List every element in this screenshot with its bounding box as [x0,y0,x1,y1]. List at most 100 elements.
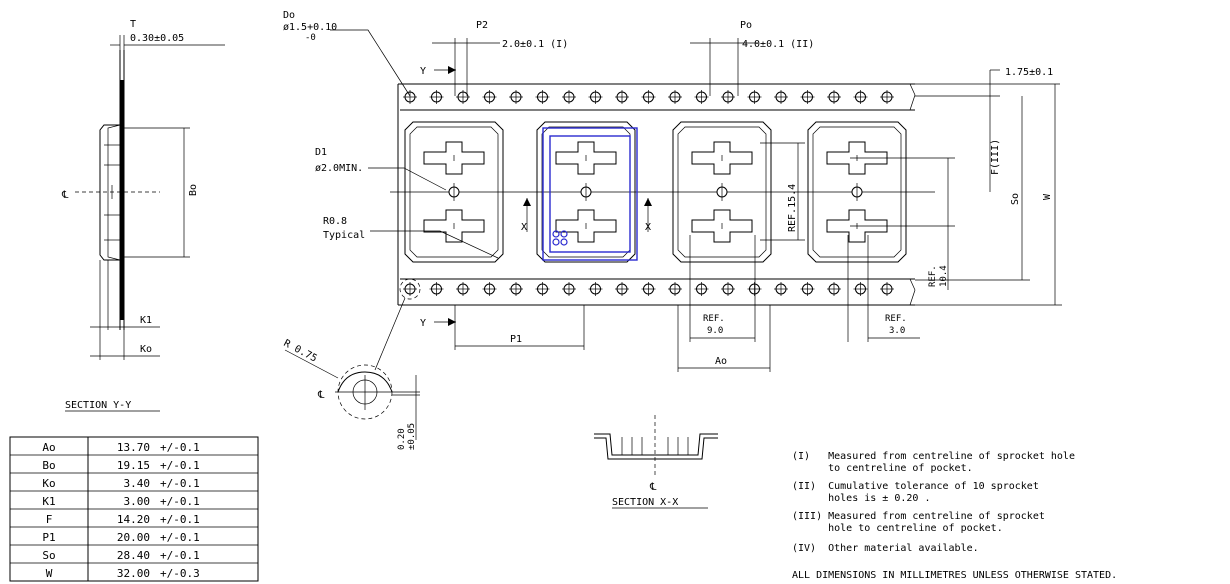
detail-dim-a: 0.20 [397,428,407,450]
dimension-table [9,436,259,582]
ref-9-0-b: 9.0 [707,326,723,336]
sprocket-holes [403,90,894,296]
sprocket-hole [827,282,841,296]
sprocket-hole [429,90,444,104]
sprocket-hole [456,282,470,296]
table-value: 3.40 [124,477,151,490]
do-tolerance: -0 [305,33,316,43]
ko-label: Ko [140,344,152,355]
t-symbol: T [130,19,136,30]
k1-label: K1 [140,315,152,326]
centerline-detail-label: ℄ [317,390,325,401]
sprocket-hole [747,282,762,296]
ref-3-0-b: 3.0 [889,326,905,336]
table-tolerance: +/-0.1 [160,531,200,544]
sprocket-hole [721,282,735,296]
note-2-line-2: holes is ± 0.20 . [792,493,930,504]
ref-9-0-a: REF. [703,314,725,324]
pocket [672,121,772,263]
sprocket-hole [562,90,576,104]
centerline-left-label: ℄ [61,190,69,201]
note-3-line-2: hole to centreline of pocket. [792,523,1003,534]
sprocket-hole [694,90,709,104]
sprocket-hole [588,282,603,296]
pocket [536,121,636,263]
r08-note: Typical [323,230,365,241]
table-symbol: Ao [42,441,55,454]
table-value: 28.40 [117,549,150,562]
sprocket-hole [694,282,709,296]
so-label: So [1010,193,1021,205]
sprocket-hole [482,282,497,296]
section-yy-title: SECTION Y-Y [65,400,131,411]
sprocket-hole [880,90,894,104]
po-symbol: Po [740,20,752,31]
table-symbol: Bo [42,459,55,472]
x-marker-left: X [521,222,527,233]
table-symbol: P1 [42,531,55,544]
note-4: (IV) Other material available. [792,543,979,554]
sprocket-hole [747,90,762,104]
p2-symbol: P2 [476,20,488,31]
table-tolerance: +/-0.1 [160,495,200,508]
sprocket-hole [429,282,444,296]
sprocket-hole [774,282,788,296]
centerline-section-label: ℄ [649,482,657,493]
edge-distance-value: 1.75±0.1 [1005,67,1053,78]
table-row: W 32.00 +/-0.3 [46,567,200,580]
section-xx-view [594,415,718,478]
y-marker-top: Y [420,66,426,77]
pocket [807,121,907,263]
sprocket-detail-view [284,349,420,440]
footer-note: ALL DIMENSIONS IN MILLIMETRES UNLESS OTH… [792,570,1117,581]
d1-value: ø2.0MIN. [315,163,363,174]
t-value: 0.30±0.05 [130,33,184,44]
sprocket-hole [853,90,868,104]
d1-symbol: D1 [315,147,327,158]
sprocket-hole [880,282,894,296]
sprocket-hole [641,90,656,104]
sprocket-hole [403,282,417,296]
sprocket-hole [562,282,576,296]
sprocket-hole [482,90,497,104]
sprocket-hole [641,282,656,296]
ref-3-0-a: REF. [885,314,907,324]
table-value: 32.00 [117,567,150,580]
detail-dim-b: ±0.05 [407,423,417,450]
note-3-line-1: (III) Measured from centreline of sprock… [792,511,1045,522]
ref-15-4-label: REF.15.4 [787,184,798,232]
sprocket-hole [535,90,550,104]
sprocket-hole [721,90,735,104]
sprocket-hole [800,90,815,104]
sprocket-hole [615,90,629,104]
bo-label: Bo [188,184,199,196]
table-value: 14.20 [117,513,150,526]
sprocket-hole [774,90,788,104]
pocket [404,121,504,263]
note-1-line-1: (I) Measured from centreline of sprocket… [792,451,1075,462]
sprocket-hole [853,282,868,296]
f-label: F(III) [990,139,1001,175]
sprocket-hole [588,90,603,104]
table-value: 19.15 [117,459,150,472]
r08-value: R0.8 [323,216,347,227]
ao-label: Ao [715,356,727,367]
sprocket-hole [827,90,841,104]
table-symbol: W [46,567,53,580]
detail-callout-circle [399,278,421,300]
sprocket-hole [615,282,629,296]
table-tolerance: +/-0.1 [160,549,200,562]
sprocket-hole [668,282,682,296]
ref-10-4-b: 10.4 [939,265,949,287]
note-2-line-1: (II) Cumulative tolerance of 10 sprocket [792,481,1039,492]
section-yy-view [75,35,225,360]
table-symbol: F [46,513,53,526]
carrier-tape [390,83,935,306]
table-tolerance: +/-0.3 [160,567,200,580]
